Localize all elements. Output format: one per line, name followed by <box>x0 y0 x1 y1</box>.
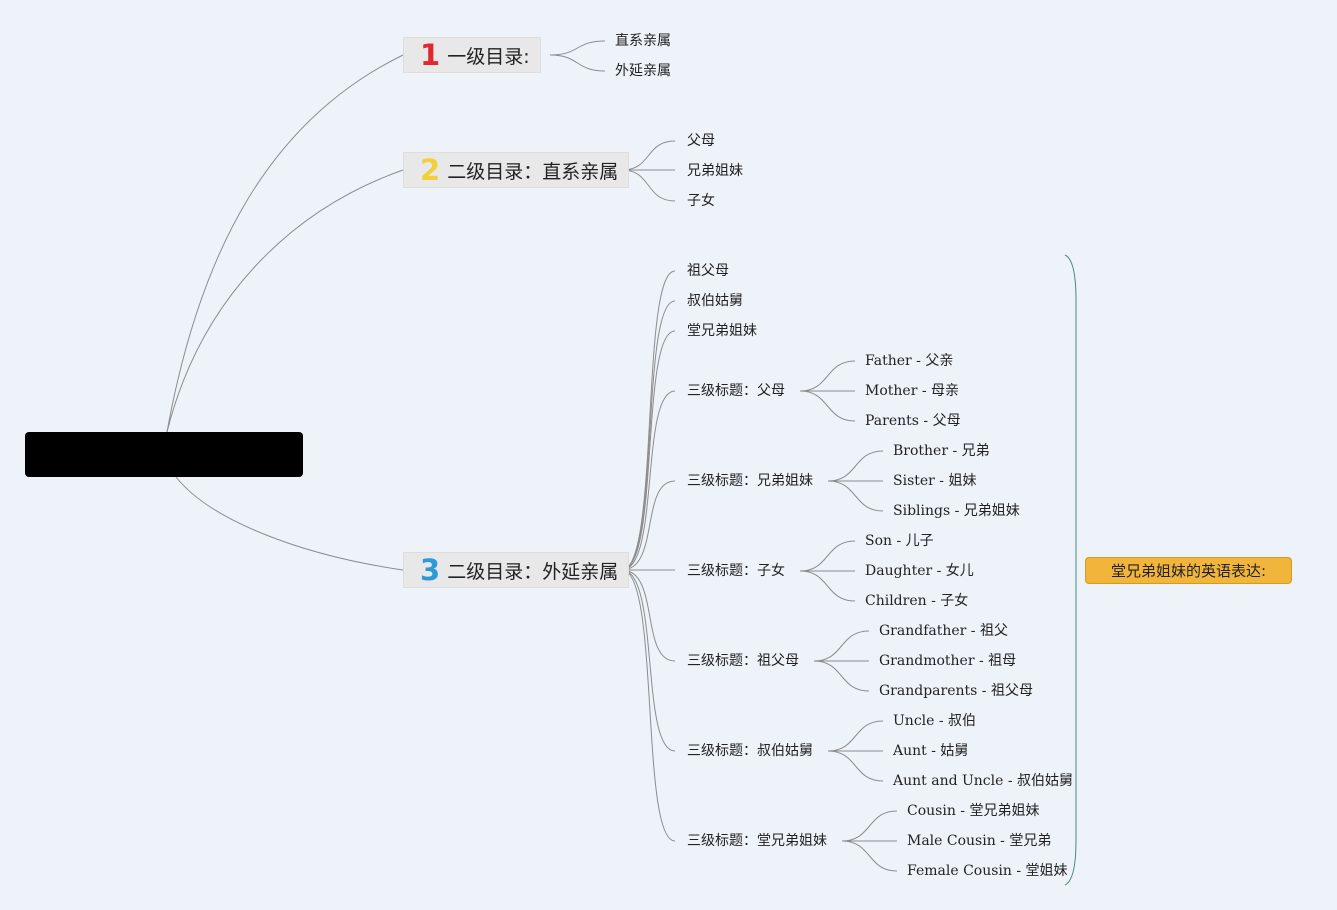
leaf-father[interactable]: Father - 父亲 <box>865 353 954 369</box>
leaf-mother[interactable]: Mother - 母亲 <box>865 383 960 399</box>
connector-b3-s6 <box>621 569 676 842</box>
branch-topic-3[interactable]: 3 二级目录：外延亲属 <box>403 552 630 588</box>
leaf-male-cousin[interactable]: Male Cousin - 堂兄弟 <box>907 833 1052 849</box>
number-one-icon: 1 <box>420 37 441 72</box>
topic-children[interactable]: 子女 <box>687 193 715 209</box>
branch-title: 一级目录: <box>447 45 530 68</box>
connector-s4-i3 <box>813 660 870 692</box>
subtopic-parents[interactable]: 三级标题：父母 <box>687 383 785 399</box>
connector-b3-c3 <box>621 330 676 571</box>
topic-grandparents[interactable]: 祖父母 <box>687 263 729 279</box>
connector-root-branch-2 <box>166 169 404 433</box>
leaf-grandfather[interactable]: Grandfather - 祖父 <box>879 623 1008 639</box>
connector-s2-i1 <box>827 450 884 482</box>
connector-s1-i1 <box>799 360 856 392</box>
leaf-sister[interactable]: Sister - 姐妹 <box>893 473 977 489</box>
leaf-grandparents[interactable]: Grandparents - 祖父母 <box>879 683 1033 699</box>
branch-title: 二级目录：外延亲属 <box>447 560 619 583</box>
connector-s6-i1 <box>841 810 898 842</box>
branch-topic-2[interactable]: 2 二级目录：直系亲属 <box>403 152 630 188</box>
summary-topic[interactable]: 堂兄弟姐妹的英语表达: <box>1085 557 1292 584</box>
topic-direct-relatives[interactable]: 直系亲属 <box>615 33 671 49</box>
leaf-parents[interactable]: Parents - 父母 <box>865 413 961 429</box>
subtopic-children[interactable]: 三级标题：子女 <box>687 563 785 579</box>
subtopic-cousins[interactable]: 三级标题：堂兄弟姐妹 <box>687 833 827 849</box>
leaf-cousin[interactable]: Cousin - 堂兄弟姐妹 <box>907 803 1040 819</box>
connector-s5-i3 <box>827 750 884 782</box>
connector-s3-i3 <box>799 570 856 602</box>
topic-parents[interactable]: 父母 <box>687 133 715 149</box>
leaf-grandmother[interactable]: Grandmother - 祖母 <box>879 653 1017 669</box>
branch-topic-1[interactable]: 1 一级目录: <box>403 37 541 73</box>
connector-b1-c1 <box>549 40 606 56</box>
topic-uncles-aunts[interactable]: 叔伯姑舅 <box>687 293 743 309</box>
leaf-female-cousin[interactable]: Female Cousin - 堂姐妹 <box>907 863 1068 879</box>
leaf-aunt[interactable]: Aunt - 姑舅 <box>893 743 969 759</box>
connector-b3-s2 <box>621 480 676 571</box>
leaf-daughter[interactable]: Daughter - 女儿 <box>865 563 974 579</box>
connector-s5-i1 <box>827 720 884 752</box>
connector-b2-c3 <box>621 169 676 202</box>
connector-b2-c1 <box>621 140 676 171</box>
leaf-siblings[interactable]: Siblings - 兄弟姐妹 <box>893 503 1020 519</box>
subtopic-grandparents[interactable]: 三级标题：祖父母 <box>687 653 799 669</box>
connector-b3-s5 <box>621 569 676 752</box>
leaf-son[interactable]: Son - 儿子 <box>865 533 934 549</box>
leaf-uncle[interactable]: Uncle - 叔伯 <box>893 713 977 729</box>
topic-siblings[interactable]: 兄弟姐妹 <box>687 163 743 179</box>
number-two-icon: 2 <box>420 152 441 187</box>
leaf-brother[interactable]: Brother - 兄弟 <box>893 443 990 459</box>
connector-s4-i1 <box>813 630 870 662</box>
leaf-children[interactable]: Children - 子女 <box>865 593 969 609</box>
connector-root-branch-1 <box>166 54 404 433</box>
connector-b3-c2 <box>621 300 676 571</box>
number-three-icon: 3 <box>420 552 441 587</box>
connector-root-branch-3 <box>175 476 404 571</box>
topic-cousins[interactable]: 堂兄弟姐妹 <box>687 323 757 339</box>
connector-b3-s1 <box>621 390 676 571</box>
summary-bracket <box>1064 254 1077 886</box>
subtopic-uncles-aunts[interactable]: 三级标题：叔伯姑舅 <box>687 743 813 759</box>
connector-s1-i3 <box>799 390 856 422</box>
root-topic[interactable] <box>25 432 303 477</box>
subtopic-siblings[interactable]: 三级标题：兄弟姐妹 <box>687 473 813 489</box>
connector-b1-c2 <box>549 54 606 72</box>
connector-b3-c1 <box>621 270 676 571</box>
branch-title: 二级目录：直系亲属 <box>447 160 619 183</box>
connector-s2-i3 <box>827 480 884 512</box>
connector-s6-i3 <box>841 840 898 872</box>
topic-extended-relatives[interactable]: 外延亲属 <box>615 63 671 79</box>
connector-s3-i1 <box>799 540 856 572</box>
connector-b3-s4 <box>621 569 676 662</box>
leaf-aunt-and-uncle[interactable]: Aunt and Uncle - 叔伯姑舅 <box>893 773 1074 789</box>
